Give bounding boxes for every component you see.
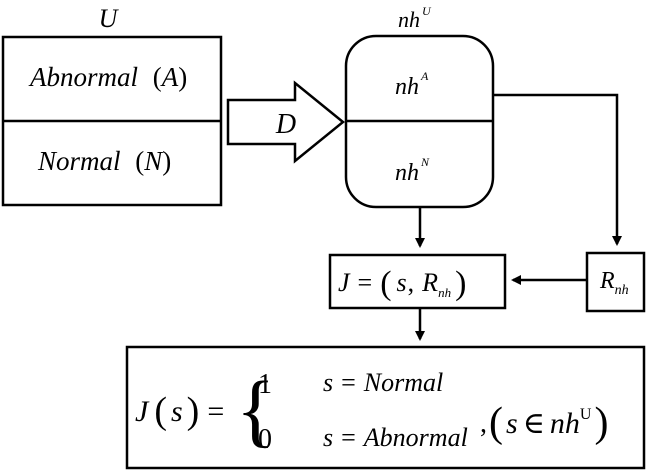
universe-normal-row: Normal (N) <box>37 146 171 176</box>
normal-word: Normal <box>37 146 121 176</box>
abnormal-open-paren: ( <box>153 62 162 92</box>
domain-nh: nh <box>550 407 580 440</box>
case2-word: Abnormal <box>362 423 468 452</box>
abnormal-word: Abnormal <box>28 62 138 92</box>
case2-s: s <box>323 423 333 452</box>
normal-symbol: N <box>143 146 164 176</box>
universe-abnormal-row: Abnormal (A) <box>28 62 187 92</box>
formula-domain: (s∈nhU) <box>489 400 608 446</box>
normal-close-paren: ) <box>162 146 171 176</box>
domain-open-paren: ( <box>489 400 503 446</box>
case2-condition: s =Abnormal <box>323 423 468 452</box>
arrow-nha-to-rule <box>493 93 622 246</box>
case1-eq: = <box>341 368 356 397</box>
rule-label-sub: nh <box>615 283 629 298</box>
rule-label: Rnh <box>599 268 629 298</box>
judge-close-paren: ) <box>455 265 466 302</box>
judge-eq: = <box>358 268 373 297</box>
judge-box <box>328 253 507 310</box>
case1-condition: s =Normal <box>323 368 443 397</box>
abnormal-close-paren: ) <box>178 62 187 92</box>
judge-comma: , <box>408 268 415 297</box>
judge-r: R <box>421 268 438 297</box>
abnormal-symbol: A <box>160 62 179 92</box>
nh-n-base: nh <box>395 160 419 186</box>
domain-close-paren: ) <box>594 400 608 446</box>
nh-a-sup: A <box>420 69 429 83</box>
domain-in: ∈ <box>523 407 545 440</box>
rule-box <box>585 251 646 313</box>
universe-label: U <box>99 4 120 33</box>
judge-expression: J=(s,Rnh) <box>338 265 466 302</box>
formula-comma: , <box>480 408 487 439</box>
case2-eq: = <box>341 423 356 452</box>
formula-brace: { <box>236 364 275 455</box>
neighborhood-label-sup: U <box>422 4 432 18</box>
nh-a-base: nh <box>395 74 419 100</box>
judge-j: J <box>338 268 351 297</box>
transform-label: D <box>275 109 296 140</box>
formula-lhs-open-paren: ( <box>154 390 167 432</box>
domain-sup: U <box>580 406 592 423</box>
formula-j: J <box>135 395 150 428</box>
judge-open-paren: ( <box>380 265 391 302</box>
transform-arrow <box>226 80 345 164</box>
judge-s: s <box>397 268 407 297</box>
formula-s: s <box>171 395 183 428</box>
case2-value: 0 <box>258 424 272 455</box>
neighborhood-label-base: nh <box>398 7 420 32</box>
case1-value: 1 <box>258 369 272 400</box>
formula-box <box>125 345 646 470</box>
rule-label-base: R <box>599 268 615 294</box>
case1-s: s <box>323 368 333 397</box>
judge-r-sub: nh <box>438 285 451 300</box>
case1-word: Normal <box>363 368 443 397</box>
normal-open-paren: ( <box>135 146 144 176</box>
formula-lhs: J(s)= <box>135 390 224 432</box>
formula-lhs-close-paren: ) <box>187 390 200 432</box>
nh-n-sup: N <box>420 155 430 169</box>
formula-eq: = <box>207 395 224 428</box>
domain-s: s <box>506 407 518 440</box>
